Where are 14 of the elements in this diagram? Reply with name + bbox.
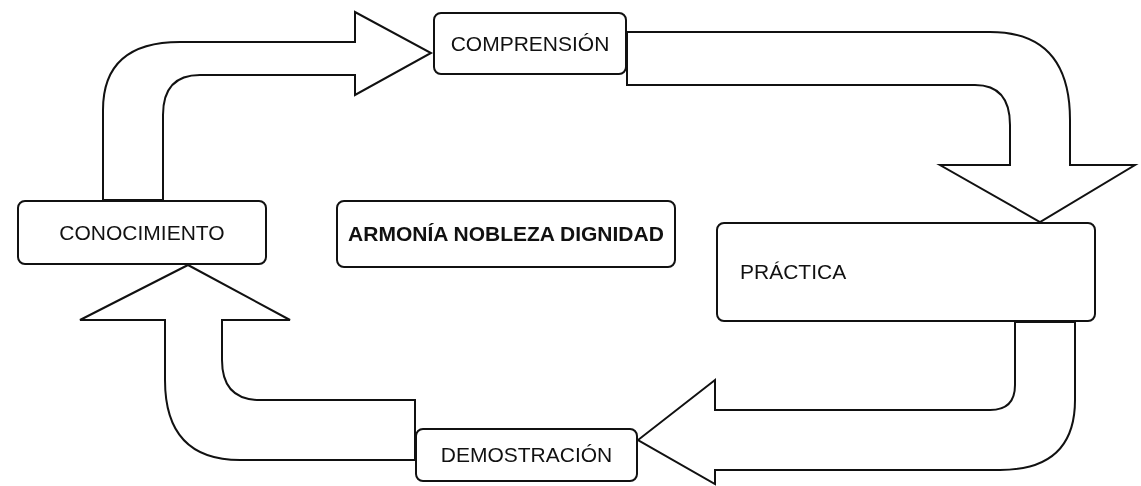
text-box	[716, 222, 1096, 322]
box-label: ARMONÍA NOBLEZA DIGNIDAD	[348, 222, 664, 246]
block-arrow	[637, 321, 1076, 485]
text-box	[415, 428, 638, 482]
block-arrow	[102, 11, 432, 201]
text-box	[433, 12, 627, 75]
box-label: CONOCIMIENTO	[59, 220, 225, 245]
block-arrow	[626, 31, 1136, 223]
text-box	[17, 200, 267, 265]
box-label: PRÁCTICA	[740, 260, 847, 284]
text-box	[336, 200, 676, 268]
box-label: DEMOSTRACIÓN	[440, 443, 613, 467]
block-arrow	[79, 264, 416, 461]
box-label: COMPRENSIÓN	[450, 31, 610, 56]
